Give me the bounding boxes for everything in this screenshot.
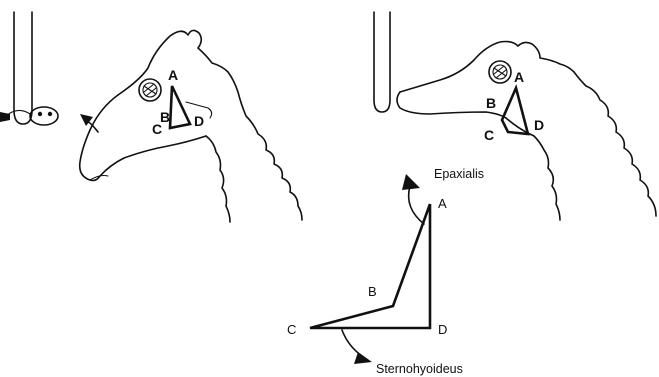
left-label-d: D: [194, 113, 204, 129]
left-pipette: [14, 12, 32, 124]
schematic-label-c: C: [287, 322, 296, 337]
left-linkage-triangle: [170, 86, 190, 128]
right-label-a: A: [514, 69, 524, 85]
left-label-a: A: [168, 67, 178, 83]
left-seahorse-head: [118, 30, 302, 220]
right-seahorse-head: [400, 42, 656, 217]
left-eye-icon: [139, 79, 161, 101]
schematic-outline: [310, 204, 430, 328]
schematic-linkage: A B C D Epaxialis Sternohyoideus: [287, 167, 484, 376]
sternohyoideus-arrow-icon: [342, 330, 372, 364]
right-label-d: D: [534, 117, 544, 133]
left-label-c: C: [152, 121, 162, 137]
schematic-label-d: D: [438, 322, 447, 337]
epaxialis-arrow-icon: [402, 174, 424, 224]
right-panel: A B C D: [374, 12, 656, 220]
right-label-c: C: [484, 127, 494, 143]
head-motion-arrow-icon: [80, 114, 98, 132]
right-pipette: [374, 12, 390, 112]
right-label-b: B: [486, 95, 496, 111]
sternohyoideus-label: Sternohyoideus: [376, 362, 463, 376]
schematic-label-b: B: [368, 284, 377, 299]
epaxialis-label: Epaxialis: [434, 167, 484, 181]
left-panel: A B C D: [0, 12, 302, 222]
schematic-label-a: A: [438, 196, 447, 211]
right-linkage-triangle: [502, 88, 528, 134]
right-eye-icon: [489, 61, 511, 83]
